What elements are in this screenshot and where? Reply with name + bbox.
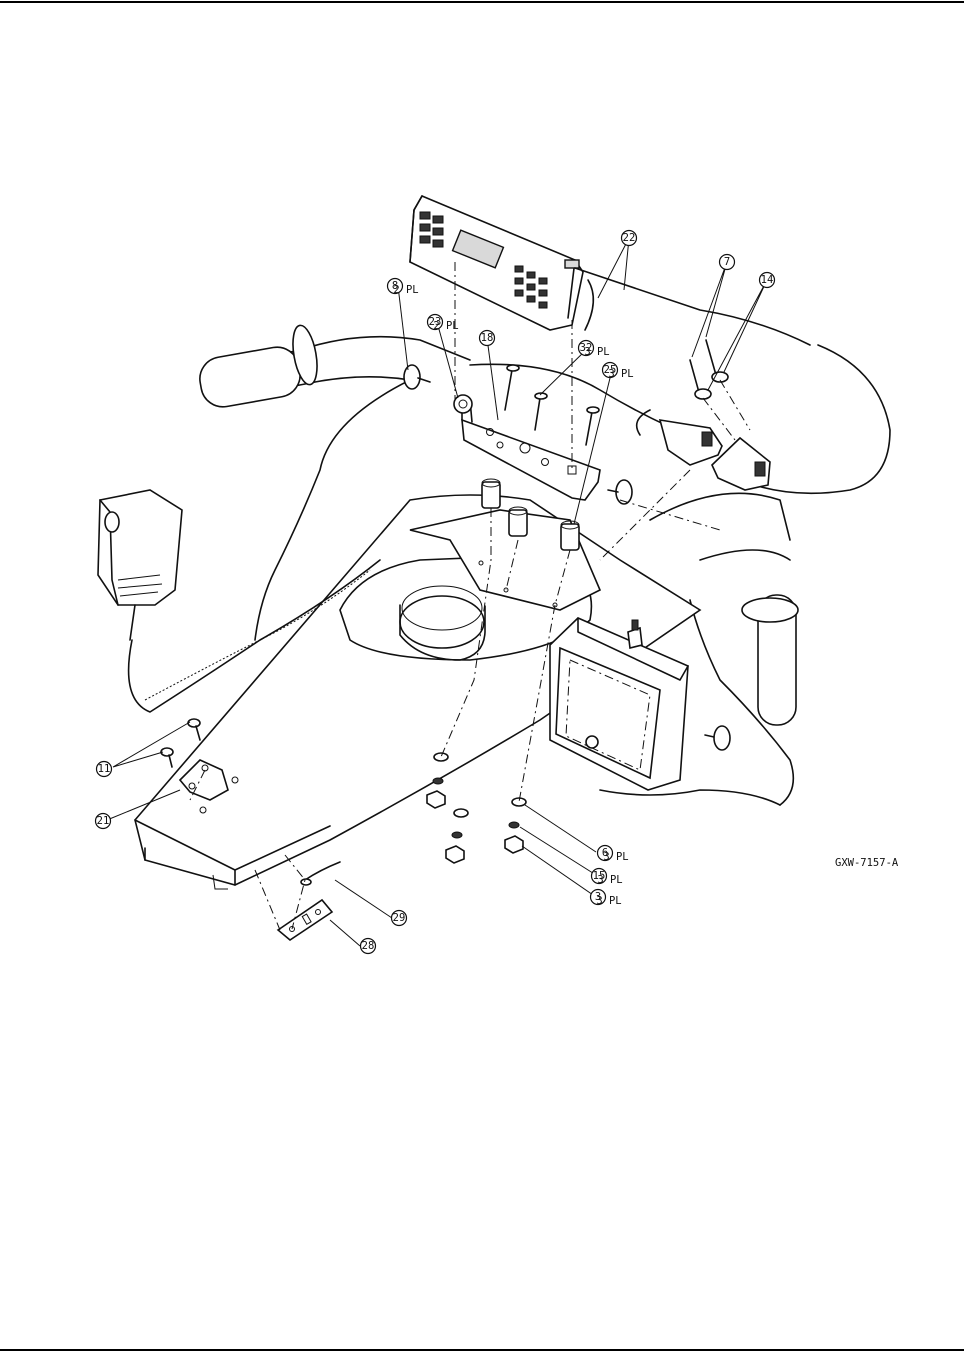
bracket-screws	[505, 365, 599, 445]
callout-number: 11	[98, 763, 111, 775]
callout-3: 33 PL	[591, 890, 622, 908]
callout-15: 153 PL	[592, 869, 623, 887]
callout-quantity: 3 PL	[597, 874, 622, 886]
callout-7: 7	[720, 255, 735, 270]
callout-number: 22	[623, 232, 636, 244]
handlebar-left	[196, 324, 470, 411]
ground-strap	[278, 862, 340, 940]
callout-14: 14	[760, 273, 775, 288]
callout-quantity: 3 PL	[584, 346, 609, 358]
callout-32: 323 PL	[579, 341, 610, 359]
callout-quantity: 3 PL	[596, 895, 621, 907]
callout-21: 21	[96, 814, 111, 829]
control-head	[410, 196, 583, 330]
callout-number: 14	[761, 274, 774, 286]
speaker	[550, 618, 688, 790]
callout-6: 63 PL	[598, 846, 629, 864]
drawing-number: GXW-7157-A	[835, 857, 899, 869]
callout-number: 29	[393, 912, 406, 924]
callout-quantity: 3 PL	[603, 851, 628, 863]
callout-quantity: 3 PL	[608, 368, 633, 380]
callout-quantity: 2 PL	[393, 284, 418, 296]
callout-quantity: 2 PL	[433, 320, 458, 332]
mounting-bracket	[454, 395, 600, 500]
callout-28: 28	[361, 939, 376, 954]
connectors	[660, 340, 770, 490]
callout-number: 7	[724, 256, 730, 268]
callout-22: 22	[622, 231, 637, 246]
callout-23: 232 PL	[428, 315, 459, 333]
callout-number: 18	[481, 332, 494, 344]
callout-25: 253 PL	[603, 363, 634, 381]
callout-29: 29	[392, 911, 407, 926]
callout-11: 11	[97, 762, 112, 777]
callout-18: 18	[480, 331, 495, 346]
callout-8: 82 PL	[388, 279, 419, 297]
callout-number: 21	[97, 815, 110, 827]
callout-number: 28	[362, 940, 375, 952]
